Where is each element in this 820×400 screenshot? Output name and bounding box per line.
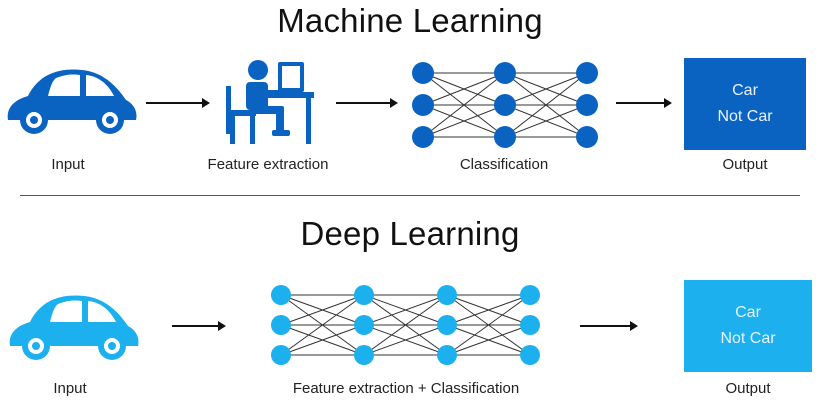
arrow-right-icon [580,321,638,331]
network-node [271,285,291,305]
arrow-right-icon [616,98,672,108]
network-node [412,62,434,84]
network-node [494,126,516,148]
neural-network-icon [271,285,540,365]
ml-input-label: Input [51,156,85,173]
output-option-car: Car [735,304,761,321]
output-option-car: Car [732,82,758,99]
output-option-not-car: Not Car [720,330,776,347]
dl-output-label: Output [725,380,771,397]
network-node [520,315,540,335]
arrow-right-icon [172,321,226,331]
network-node [354,345,374,365]
network-node [576,62,598,84]
network-node [271,345,291,365]
network-node [494,62,516,84]
ml-output-label: Output [722,156,768,173]
dl-title: Deep Learning [300,215,520,252]
neural-network-icon [412,62,598,148]
arrow-right-icon [336,98,398,108]
network-node [412,94,434,116]
dl-feature-classification-label: Feature extraction + Classification [292,380,520,397]
network-node [494,94,516,116]
person-at-desk-icon [226,60,314,144]
arrow-right-icon [146,98,210,108]
network-node [354,285,374,305]
section-divider [20,195,800,196]
network-node [437,315,457,335]
car-icon [9,295,139,360]
network-node [354,315,374,335]
dl-input-label: Input [53,380,87,397]
ml-title: Machine Learning [277,2,543,39]
ml-classification-label: Classification [459,156,549,173]
output-option-not-car: Not Car [717,108,773,125]
dl-output-box: Car Not Car [684,280,812,372]
car-icon [7,69,137,134]
network-node [576,126,598,148]
network-node [412,126,434,148]
network-node [576,94,598,116]
network-node [520,345,540,365]
ml-feature-extraction-label: Feature extraction [207,156,329,173]
network-node [437,285,457,305]
network-node [437,345,457,365]
network-node [271,315,291,335]
ml-output-box: Car Not Car [684,58,806,150]
network-node [520,285,540,305]
